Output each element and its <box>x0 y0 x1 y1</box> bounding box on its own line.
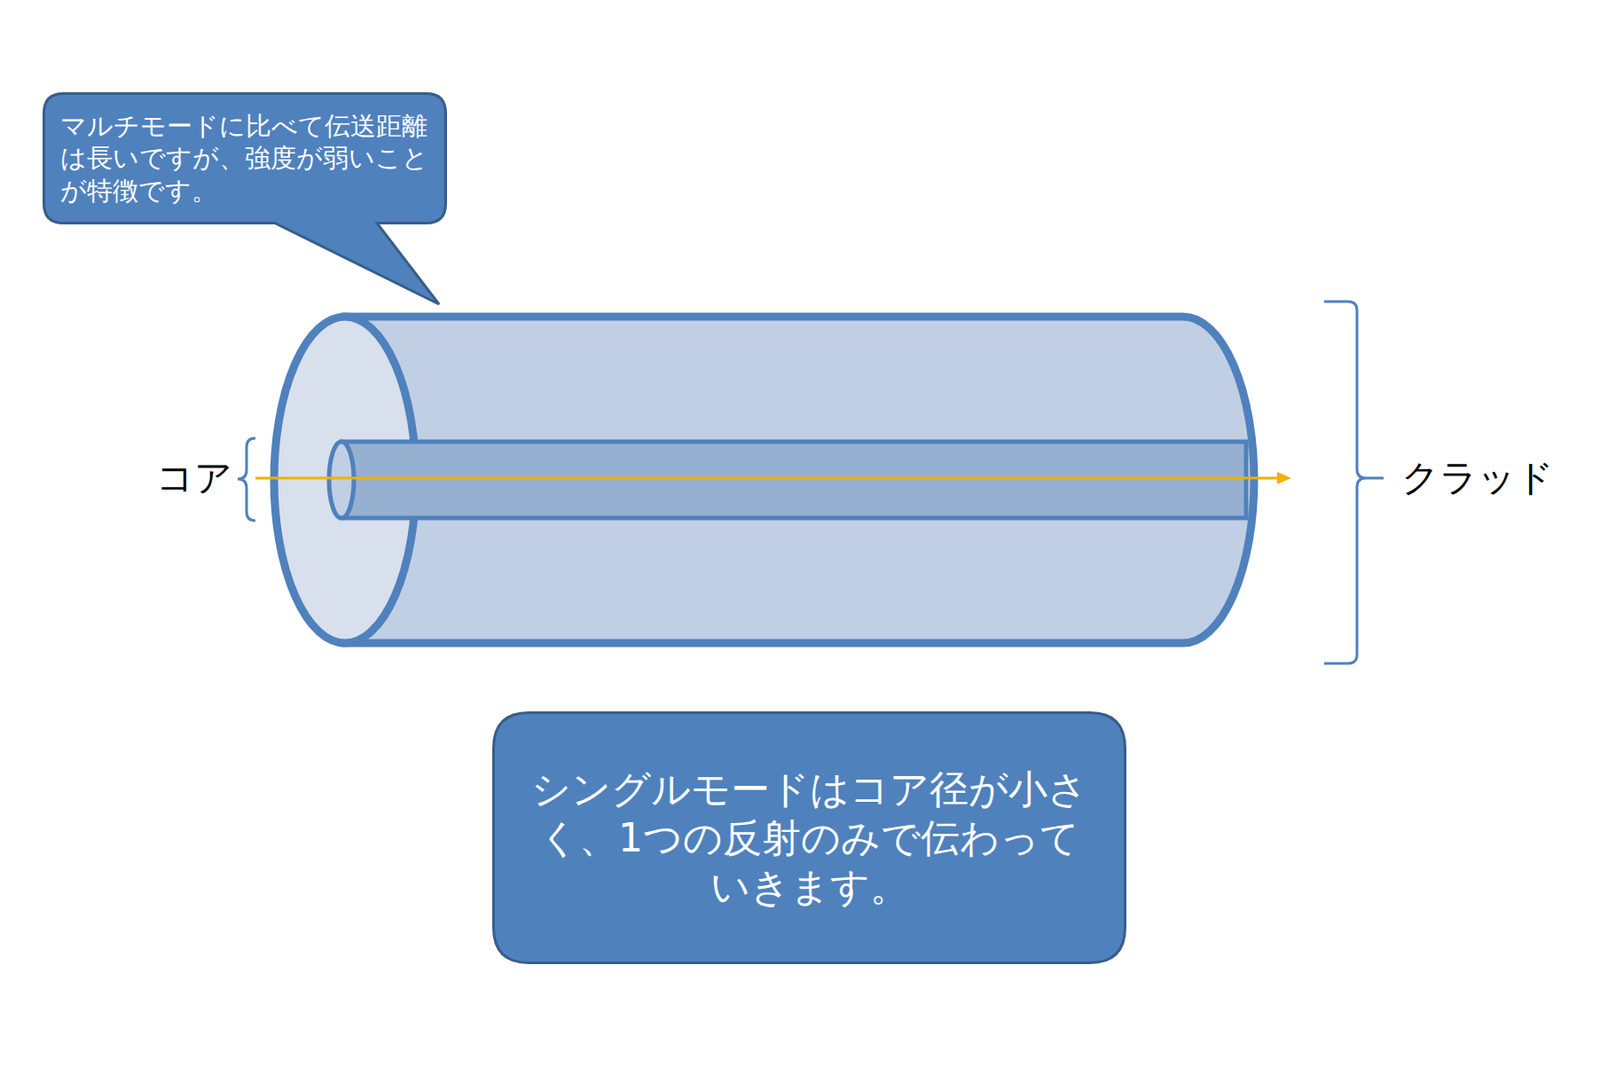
node-text: マルチモードに比べて伝送距離は長いですが、強度が弱いことが特徴です。 <box>60 109 430 207</box>
core-body <box>341 441 1247 518</box>
node-text: シングルモードはコア径が小さく、1つの反射のみで伝わっていきます。 <box>524 764 1095 911</box>
node-outline-path <box>494 713 1126 964</box>
core-end-face <box>329 441 354 518</box>
light-ray-head <box>1277 471 1292 485</box>
cladding-bracket <box>1324 301 1384 664</box>
note-box: シングルモードはコア径が小さく、1つの反射のみで伝わっていきます。 <box>492 711 1127 965</box>
core-label: コア <box>156 453 233 503</box>
core-bracket <box>237 438 256 521</box>
callout-bubble: マルチモードに比べて伝送距離は長いですが、強度が弱いことが特徴です。 <box>42 92 448 225</box>
light-ray <box>255 477 1279 480</box>
node-outline-path <box>44 94 447 306</box>
cladding-label: クラッド <box>1401 453 1554 503</box>
